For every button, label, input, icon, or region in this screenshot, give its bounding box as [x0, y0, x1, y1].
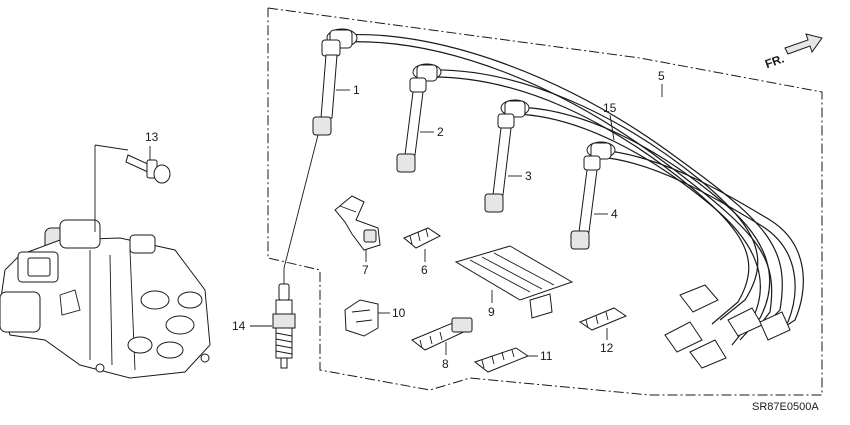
wire-clip-8: [411, 317, 473, 351]
figure-code: SR87E0500A: [752, 401, 819, 413]
callout-6: 6: [421, 263, 428, 277]
callout-14: 14: [232, 319, 246, 333]
callout-15: 15: [603, 101, 617, 115]
callout-2: 2: [437, 125, 444, 139]
callout-1: 1: [353, 83, 360, 97]
callout-13: 13: [145, 130, 159, 144]
callout-7: 7: [362, 263, 369, 277]
wire-clip-6: [403, 227, 441, 249]
ignition-wires: [344, 33, 804, 346]
wire-clip-12: [578, 307, 628, 331]
wire-clamp-7: [334, 195, 381, 251]
spark-plug: [272, 268, 296, 369]
leader-15: [609, 114, 615, 141]
ignition-cable-1: [312, 28, 358, 136]
leader-plug-cable: [283, 134, 319, 269]
callout-10: 10: [392, 306, 406, 320]
distributor-assembly: [0, 144, 211, 379]
callout-11: 11: [540, 349, 553, 363]
callout-5: 5: [658, 69, 665, 83]
front-direction-label: FR.: [763, 51, 786, 71]
callout-8: 8: [442, 357, 449, 371]
callout-9: 9: [488, 305, 495, 319]
callout-3: 3: [525, 169, 532, 183]
bolt: [125, 146, 171, 184]
wire-clip-10: [344, 299, 379, 337]
callout-12: 12: [600, 341, 614, 355]
wire-clip-11: [473, 347, 530, 373]
ignition-cable-2: [396, 63, 442, 173]
ignition-cable-3: [484, 99, 530, 213]
wire-holder-9: [454, 245, 574, 319]
front-direction-arrow-icon: [784, 33, 823, 55]
wire-end-caps: [664, 284, 791, 369]
ignition-cable-4: [570, 141, 616, 250]
callout-4: 4: [611, 207, 618, 221]
